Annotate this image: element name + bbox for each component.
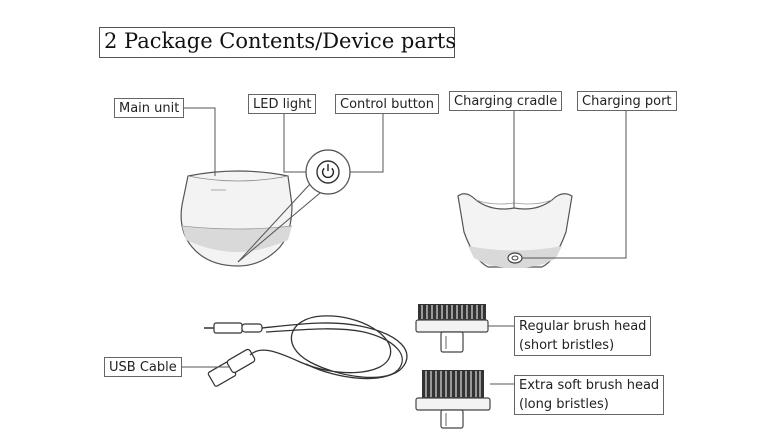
- charging-port-leader-line: [522, 111, 627, 259]
- regular-brush-head-label-line2: (short bristles): [519, 338, 615, 353]
- charging-cradle-label: Charging cradle: [449, 91, 563, 111]
- led-light-leader-line: [283, 114, 306, 173]
- page-title: 2 Package Contents/Device parts: [104, 29, 457, 53]
- regular-brush-head-illustration: [415, 304, 489, 353]
- extra-soft-brush-head-label: Extra soft brush head (long bristles): [514, 375, 665, 415]
- charging-cradle-illustration: [457, 193, 573, 268]
- usb-cable-label: USB Cable: [104, 357, 182, 377]
- main-unit-illustration: [180, 170, 293, 267]
- extra-soft-brush-head-illustration: [415, 370, 491, 429]
- extra-soft-brush-head-label-line1: Extra soft brush head: [519, 378, 660, 393]
- extra-soft-brush-head-label-line2: (long bristles): [519, 397, 609, 412]
- power-icon: [321, 164, 335, 179]
- regular-brush-head-label: Regular brush head (short bristles): [514, 316, 652, 356]
- control-button-leader-line: [350, 114, 384, 173]
- main-unit-label: Main unit: [114, 98, 185, 118]
- control-button-label: Control button: [335, 94, 440, 114]
- usb-cable-illustration: [204, 315, 408, 387]
- main-unit-leader-line: [182, 107, 216, 176]
- charging-port-label: Charging port: [577, 91, 677, 111]
- regular-brush-head-label-line1: Regular brush head: [519, 319, 647, 334]
- title-box: [99, 27, 455, 58]
- led-light-label: LED light: [248, 94, 317, 114]
